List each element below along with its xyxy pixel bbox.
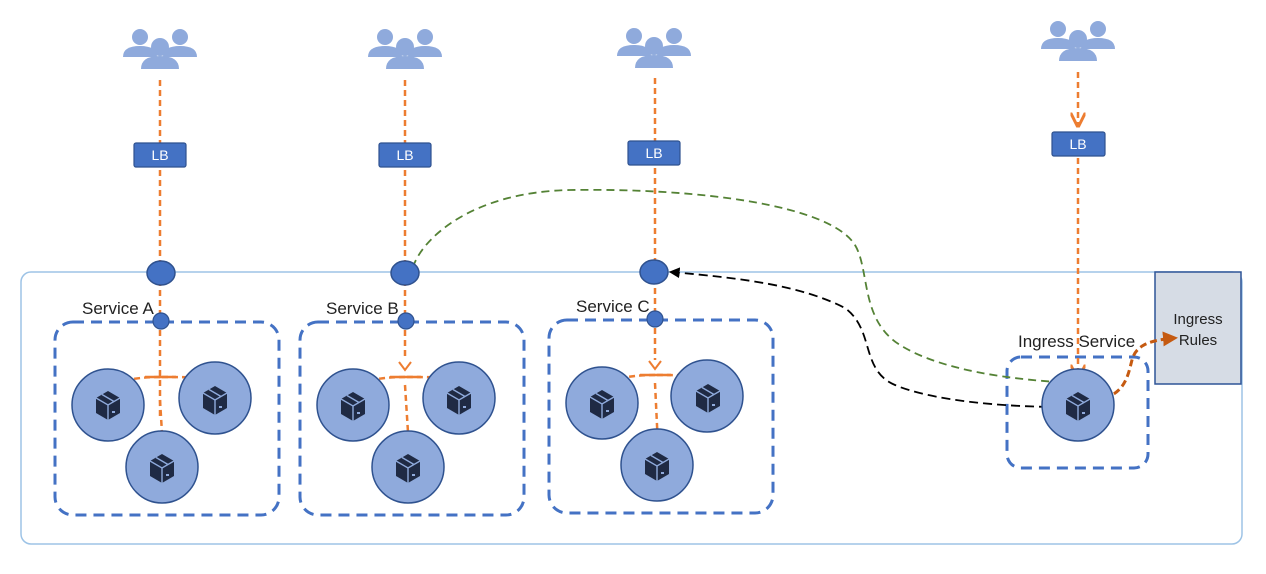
flow-c-arrowhead — [648, 360, 662, 371]
load-balancer-c-label: LB — [645, 145, 662, 161]
pod-a2 — [178, 361, 252, 435]
service-a-label: Service A — [82, 299, 154, 318]
load-balancer-c: LB — [627, 140, 681, 166]
service-a-port-node — [152, 312, 170, 330]
service-c-label: Service C — [576, 297, 650, 316]
users-group-icon — [368, 29, 442, 69]
load-balancer-b-label: LB — [396, 147, 413, 163]
pod-c3 — [620, 428, 694, 502]
pod-ingress — [1041, 368, 1115, 442]
service-b-entry-node — [390, 260, 420, 286]
service-c-port-node — [646, 310, 664, 328]
pod-c2 — [670, 359, 744, 433]
pod-a1 — [71, 368, 145, 442]
ingress-rules-label-line1: Ingress — [1173, 311, 1222, 328]
load-balancer-ingress: LB — [1051, 131, 1106, 157]
service-b-port-node — [397, 312, 415, 330]
flow-b-arrowhead — [398, 361, 412, 372]
pod-b2 — [422, 361, 496, 435]
users-group-icon — [123, 29, 197, 69]
ingress-to-rules-flow — [1092, 331, 1178, 402]
service-a-entry-node — [146, 260, 176, 286]
service-b-label: Service B — [326, 299, 399, 318]
pod-a3 — [125, 430, 199, 504]
service-c-entry-node — [639, 259, 669, 285]
pod-b1 — [316, 368, 390, 442]
ingress-service-label: Ingress Service — [1018, 332, 1135, 351]
users-group-icon — [1041, 21, 1115, 61]
load-balancer-a: LB — [133, 142, 187, 168]
pod-c1 — [565, 366, 639, 440]
ingress-to-service-c-route — [668, 267, 1063, 408]
pod-b3 — [371, 430, 445, 504]
ingress-to-service-b-route — [411, 188, 1076, 384]
load-balancer-ingress-label: LB — [1069, 136, 1086, 152]
load-balancer-a-label: LB — [151, 147, 168, 163]
users-group-icon — [617, 28, 691, 68]
ingress-rules-label-line2: Rules — [1179, 332, 1217, 349]
ingress-service-box — [1005, 355, 1150, 470]
ingress-rules-box — [1154, 271, 1242, 385]
load-balancer-b: LB — [378, 142, 432, 168]
